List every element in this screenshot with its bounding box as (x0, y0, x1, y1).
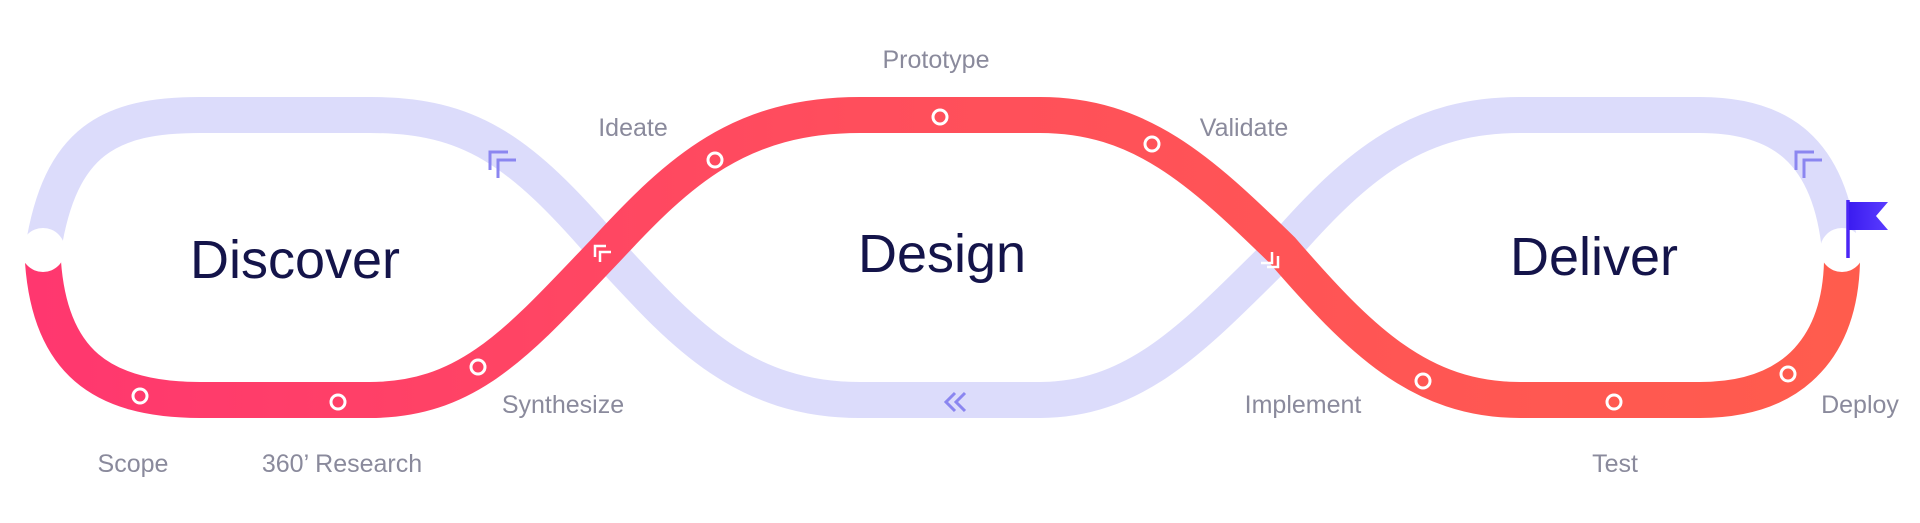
discover-top-track (25, 97, 624, 268)
step-deploy: Deploy (1821, 391, 1899, 419)
stage-discover: Discover (190, 230, 400, 290)
step-validate: Validate (1200, 114, 1289, 142)
research-node (329, 393, 347, 411)
corner-chevron-icon (593, 244, 611, 262)
end-endpoint (1820, 228, 1864, 272)
corner-chevron-icon (1794, 150, 1822, 178)
step-ideate: Ideate (598, 114, 668, 142)
synthesize-node (469, 358, 487, 376)
stage-deliver: Deliver (1510, 227, 1678, 287)
start-endpoint (21, 228, 65, 272)
scope-node (131, 387, 149, 405)
validate-node (1143, 135, 1161, 153)
test-node (1605, 393, 1623, 411)
step-research: 360’ Research (262, 450, 422, 478)
flag-icon (1846, 200, 1888, 258)
step-test: Test (1592, 450, 1638, 478)
stage-design: Design (858, 224, 1026, 284)
double-chevron-left-icon (943, 391, 967, 413)
step-implement: Implement (1245, 391, 1362, 419)
corner-chevron-icon (1261, 252, 1280, 269)
implement-node (1414, 372, 1432, 390)
corner-chevron-icon (488, 150, 516, 178)
prototype-node (931, 108, 949, 126)
active-track (25, 97, 1860, 418)
active-path (25, 97, 1860, 418)
step-nodes (131, 108, 1797, 411)
deploy-node (1779, 365, 1797, 383)
deliver-top-track (1264, 97, 1858, 268)
step-prototype: Prototype (882, 46, 989, 74)
ideate-node (706, 151, 724, 169)
step-scope: Scope (98, 450, 169, 478)
step-synthesize: Synthesize (502, 391, 624, 419)
